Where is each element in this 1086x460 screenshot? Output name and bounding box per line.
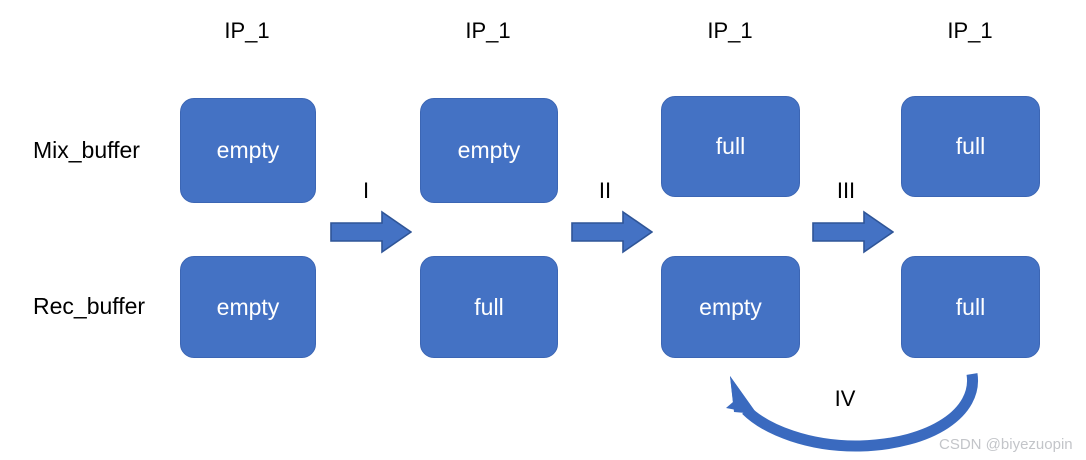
curved-arrow-left-icon [726, 373, 978, 452]
column-title-2: IP_1 [465, 18, 511, 43]
column-title-4: IP_1 [947, 18, 993, 43]
mix-buffer-box-2[interactable]: empty [420, 98, 558, 203]
block-arrow-right-icon [330, 210, 413, 254]
watermark-text: CSDN @biyezuopin [939, 436, 1073, 453]
rec-buffer-box-4[interactable]: full [901, 256, 1040, 358]
rec-buffer-box-1[interactable]: empty [180, 256, 316, 358]
block-arrow-right-icon [812, 210, 895, 254]
transition-arrow-4[interactable] [710, 368, 1000, 456]
mix-buffer-box-4[interactable]: full [901, 96, 1040, 197]
transition-label-2: II [598, 178, 612, 203]
block-arrow-right-icon [571, 210, 654, 254]
mix-buffer-box-3-text: full [715, 133, 746, 159]
transition-label-1: I [362, 178, 370, 203]
transition-arrow-3[interactable] [812, 210, 895, 254]
transition-arrow-2[interactable] [571, 210, 654, 254]
rec-buffer-box-1-text: empty [216, 293, 280, 320]
transition-label-3: III [836, 178, 856, 203]
mix-buffer-box-2-text: empty [457, 137, 521, 163]
rec-buffer-box-2[interactable]: full [420, 256, 558, 358]
mix-buffer-box-1-text: empty [216, 137, 280, 163]
mix-buffer-box-3[interactable]: full [661, 96, 800, 197]
rec-buffer-box-2-text: full [474, 293, 504, 320]
transition-label-4: IV [834, 386, 856, 411]
column-title-1: IP_1 [224, 18, 270, 43]
rec-buffer-box-4-text: full [955, 293, 986, 320]
rec-buffer-box-3-text: empty [699, 293, 762, 320]
row-label-mix-buffer: Mix_buffer [33, 137, 140, 163]
row-label-rec-buffer: Rec_buffer [33, 293, 146, 319]
mix-buffer-box-1[interactable]: empty [180, 98, 316, 203]
column-title-3: IP_1 [707, 18, 753, 43]
mix-buffer-box-4-text: full [955, 133, 986, 159]
rec-buffer-box-3[interactable]: empty [661, 256, 800, 358]
transition-arrow-1[interactable] [330, 210, 413, 254]
